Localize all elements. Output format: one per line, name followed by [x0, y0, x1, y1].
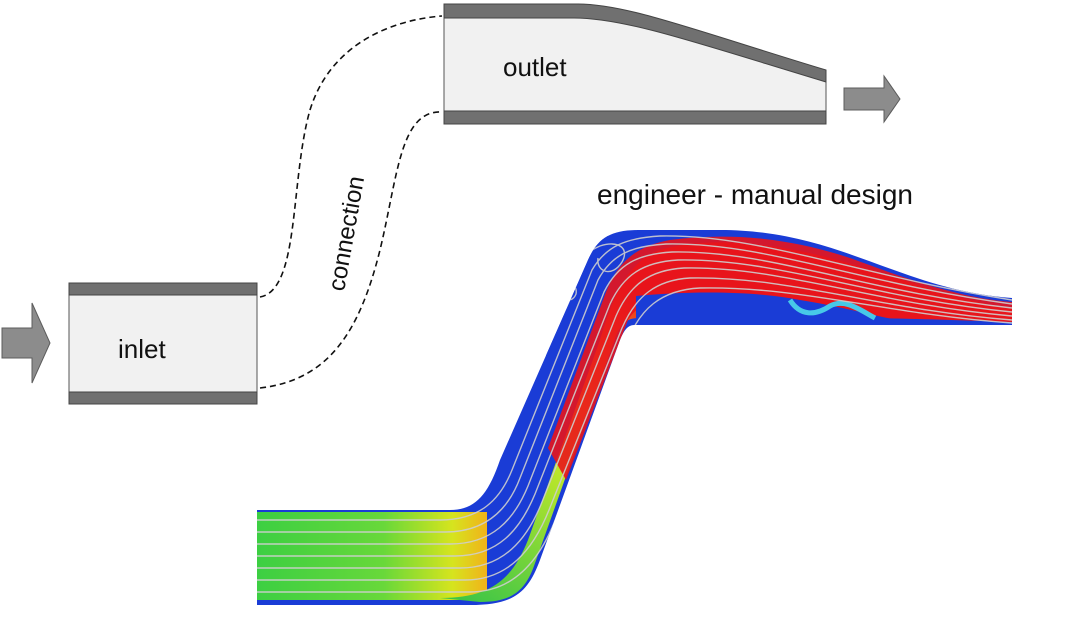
outlet-bottom-wall	[443, 110, 827, 125]
streamline	[257, 267, 1012, 569]
connection-curves	[259, 15, 443, 389]
outlet-top-wall	[443, 3, 827, 83]
design-caption: engineer - manual design	[597, 179, 913, 210]
outlet-label: outlet	[503, 52, 567, 82]
streamlines	[257, 235, 1012, 593]
right-arrow-icon	[1, 302, 51, 384]
flow-out-arrow	[843, 74, 901, 124]
inlet-label: inlet	[118, 334, 166, 364]
connection-label: connection	[323, 174, 370, 293]
inlet-duct: inlet	[68, 282, 258, 405]
inlet-body	[68, 289, 258, 398]
inlet-bottom-wall	[68, 391, 258, 405]
streamline	[257, 243, 1012, 533]
streamline	[257, 277, 1012, 581]
vortex-streak	[787, 298, 877, 321]
streamline	[257, 287, 1012, 593]
flow-in-arrow	[1, 302, 51, 384]
connection-upper-curve	[259, 15, 443, 298]
streamline	[257, 259, 1012, 557]
outlet-duct: outlet	[443, 3, 827, 125]
streamline	[257, 251, 1012, 545]
streamline	[257, 235, 1012, 521]
inlet-top-wall	[68, 282, 258, 296]
right-arrow-icon	[843, 74, 901, 124]
cfd-flow-result	[257, 230, 1012, 605]
connection-lower-curve	[259, 111, 443, 389]
recirculation-zone-top	[636, 292, 920, 324]
